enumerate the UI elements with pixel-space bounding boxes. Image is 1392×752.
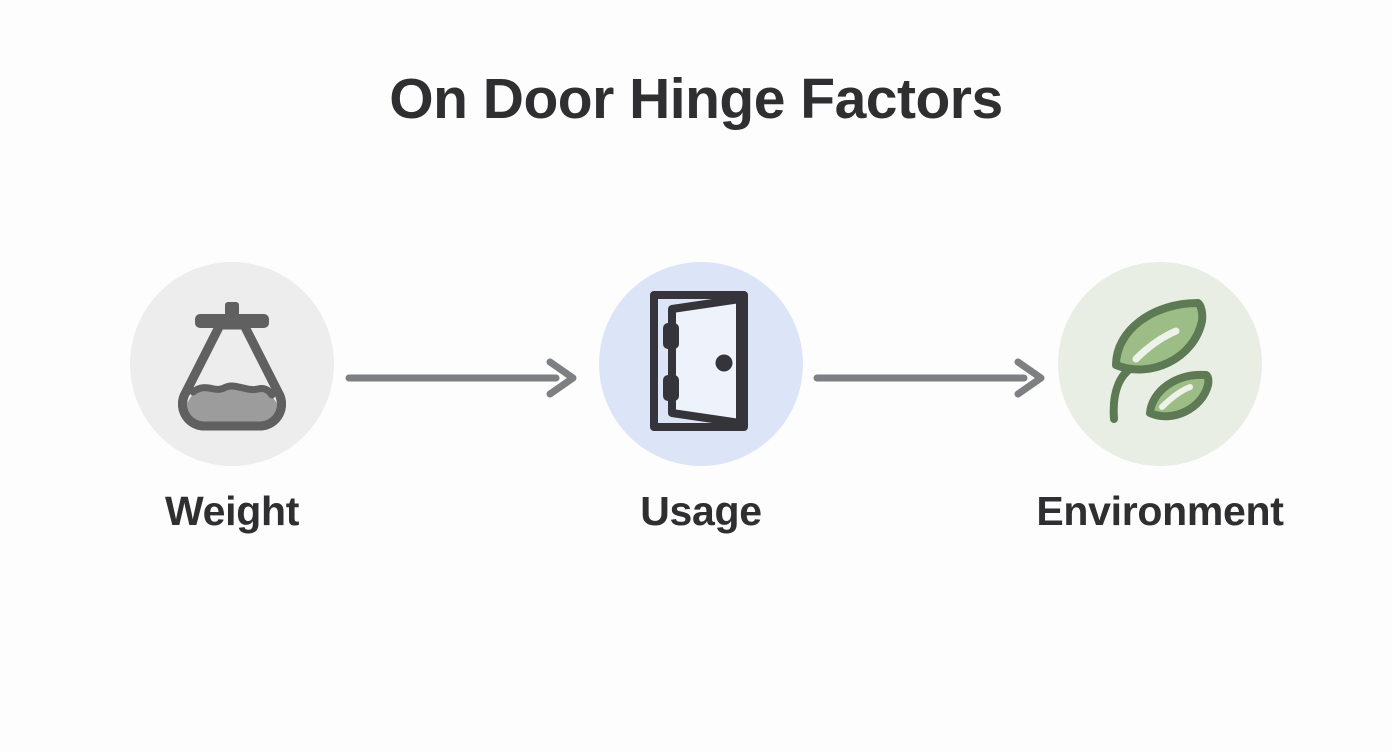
usage-icon-circle [599,262,803,466]
flow-step-weight[interactable]: Weight [82,262,382,535]
flow-step-label-environment: Environment [1036,488,1284,534]
flow-step-label-weight: Weight [164,488,300,534]
two-leaves-icon [1090,287,1230,442]
arrow-right-icon-1 [344,358,584,398]
arrow-right-icon-2 [812,358,1052,398]
flow-step-usage[interactable]: Usage [551,262,851,535]
page-title: On Door Hinge Factors [389,67,1003,131]
flow-step-label-usage: Usage [640,488,762,534]
environment-icon-circle [1058,262,1262,466]
weight-icon-circle [130,262,334,466]
open-door-icon [636,287,766,442]
weight-flask-icon [162,292,302,437]
flow-step-environment[interactable]: Environment [1010,262,1310,535]
process-flow: Weight [0,262,1392,562]
